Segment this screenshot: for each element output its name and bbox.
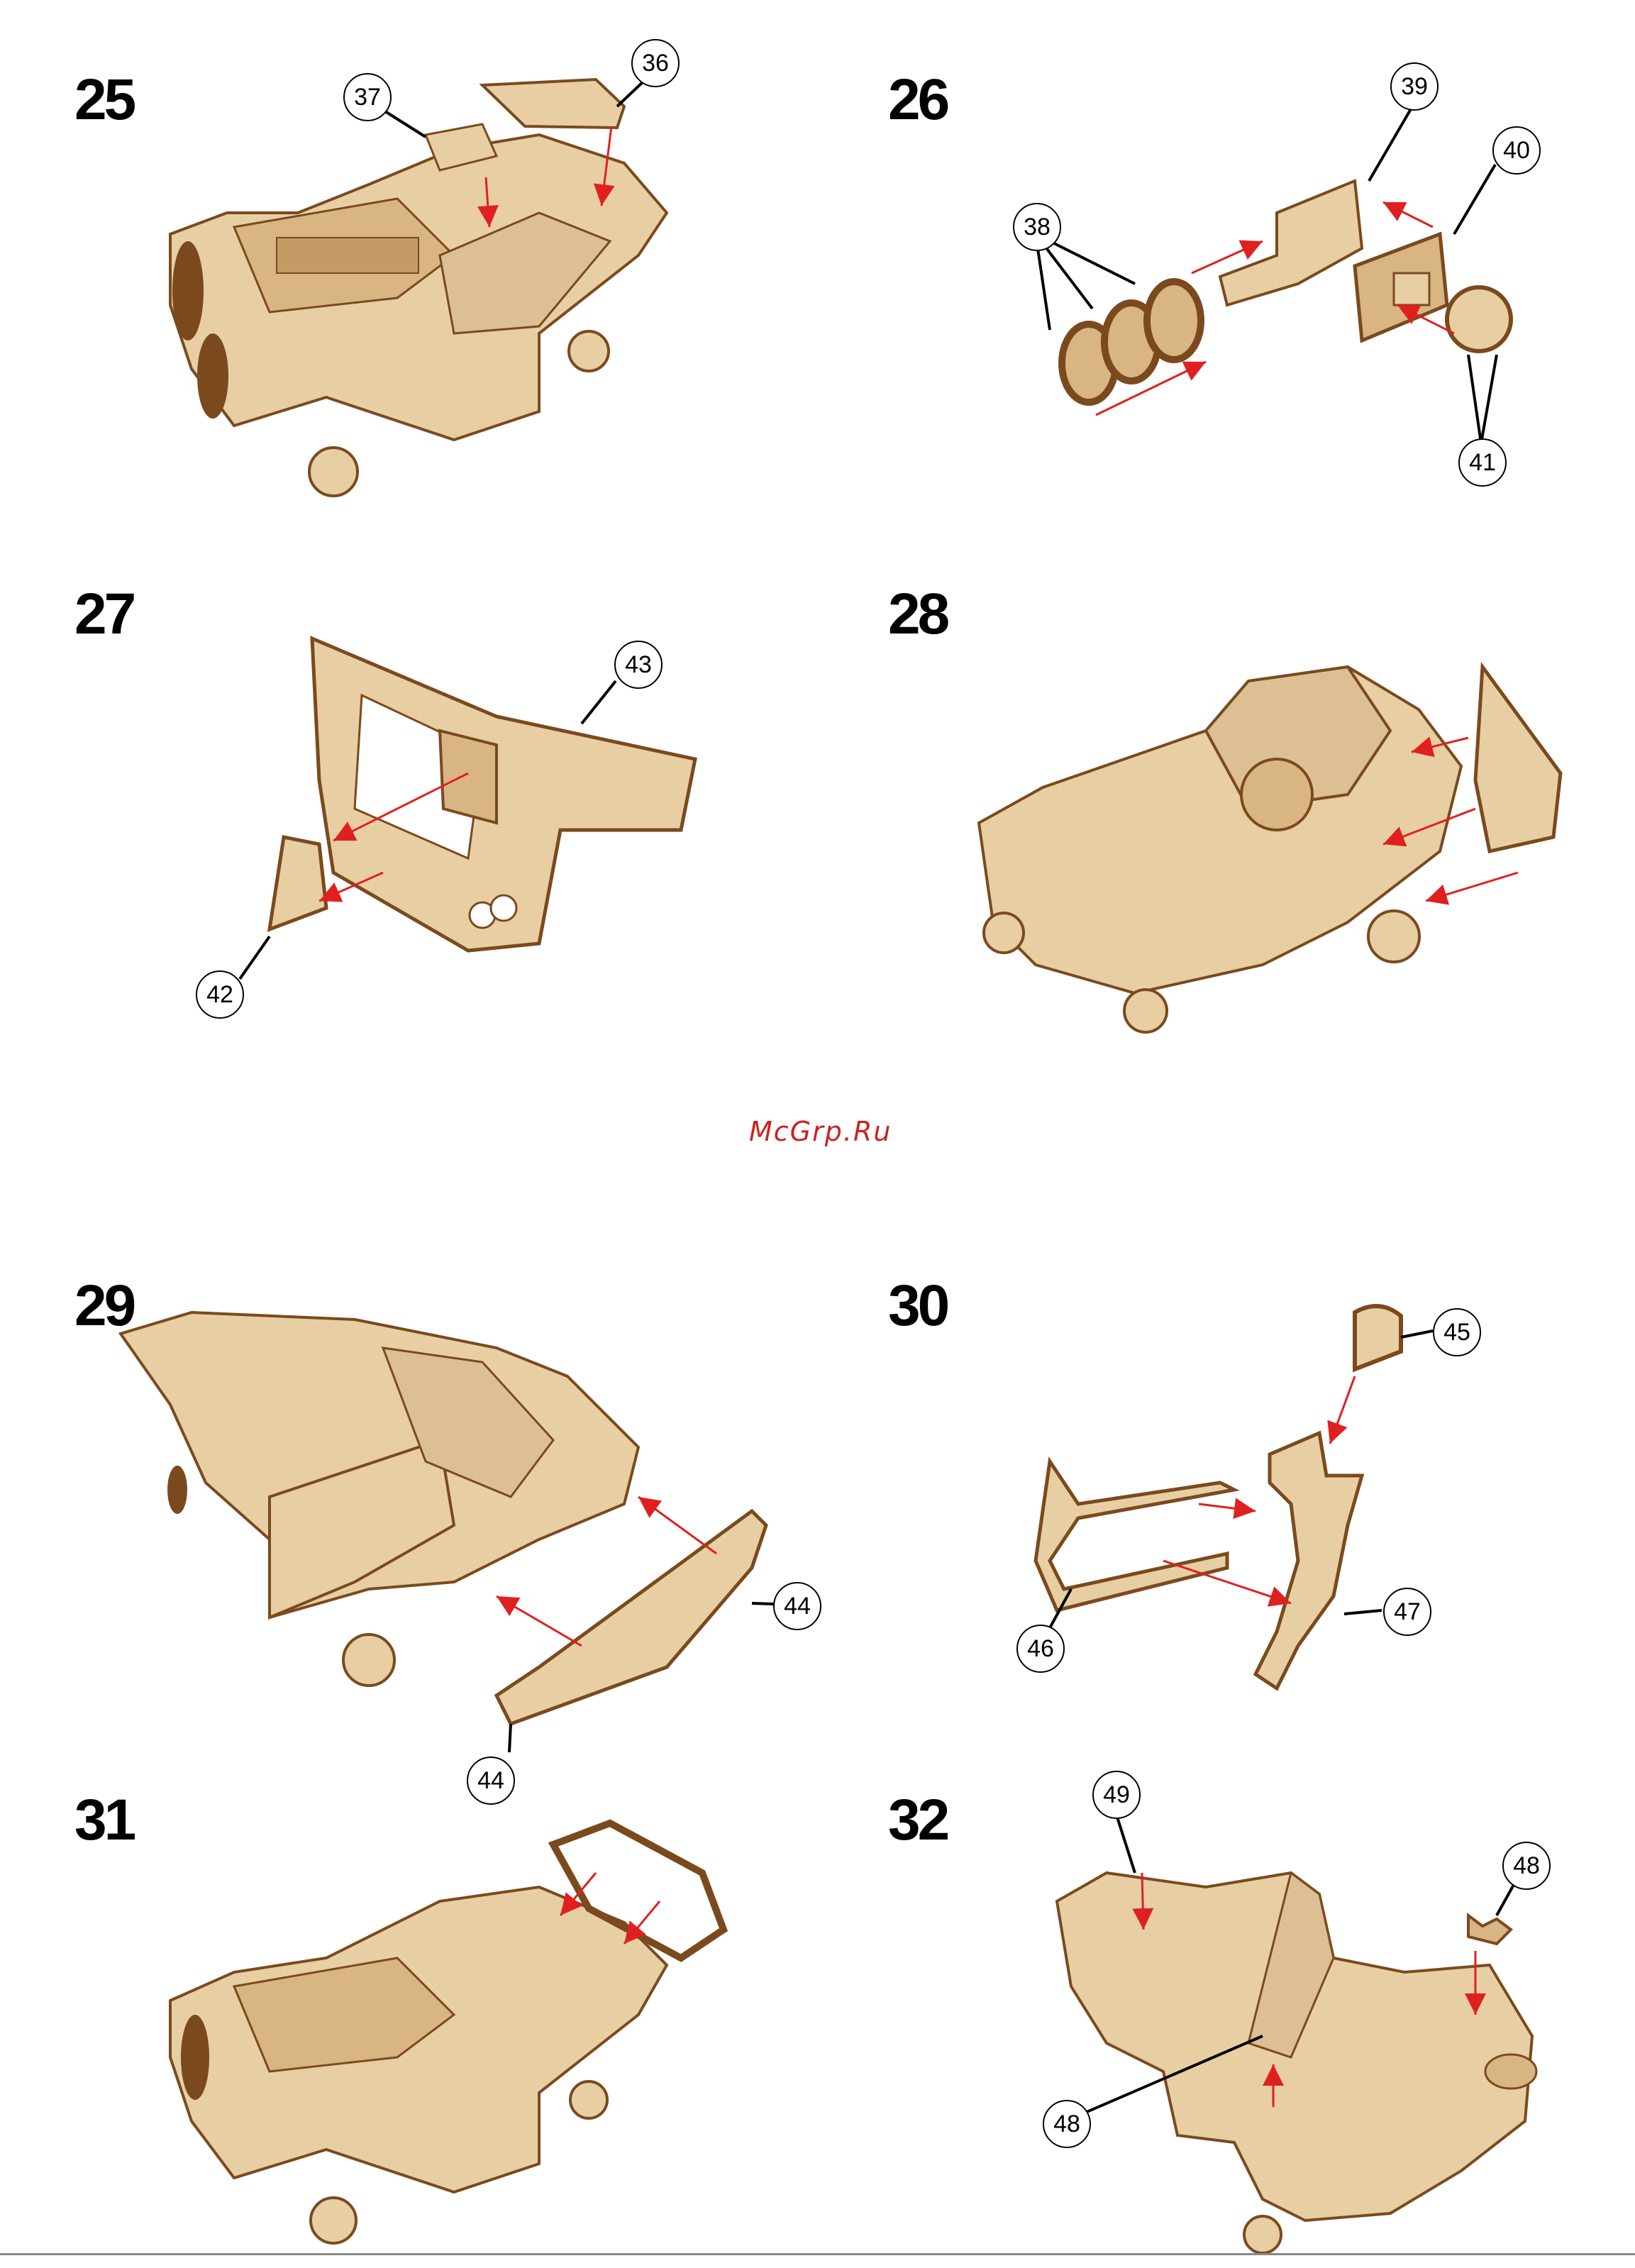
step-number: 28 (888, 585, 947, 643)
step-32-illustration (1057, 1810, 1536, 2253)
step-number: 30 (888, 1277, 947, 1335)
part-callout: 45 (1433, 1308, 1481, 1356)
part-callout: 41 (1458, 438, 1507, 487)
part-callout: 38 (1013, 203, 1061, 251)
page-bottom-rule (0, 2253, 1635, 2255)
part-callout: 40 (1492, 126, 1541, 175)
part-callout: 43 (614, 641, 663, 689)
step-25-illustration (170, 79, 667, 496)
step-number: 26 (888, 71, 947, 129)
step-26-illustration (1036, 108, 1511, 443)
step-28-illustration (979, 667, 1561, 1032)
part-callout: 36 (631, 39, 680, 87)
part-callout: 44 (773, 1582, 821, 1630)
part-callout: 47 (1383, 1588, 1431, 1636)
part-callout: 39 (1390, 62, 1439, 111)
part-callout: 44 (467, 1757, 515, 1805)
part-callout: 49 (1092, 1771, 1141, 1819)
step-number: 27 (74, 585, 133, 643)
step-number: 25 (74, 71, 133, 129)
part-callout: 42 (196, 970, 244, 1019)
step-number: 32 (888, 1791, 947, 1849)
step-30-illustration (1036, 1306, 1433, 1688)
step-29-illustration (121, 1312, 794, 1752)
watermark: McGrp.Ru (749, 1116, 892, 1147)
step-27-illustration (240, 638, 695, 979)
part-callout: 46 (1016, 1625, 1065, 1673)
part-callout: 48 (1043, 2100, 1091, 2148)
step-number: 29 (74, 1277, 133, 1335)
part-callout: 37 (343, 73, 392, 121)
step-number: 31 (74, 1791, 133, 1849)
step-31-illustration (170, 1823, 724, 2243)
part-callout: 48 (1502, 1842, 1551, 1890)
